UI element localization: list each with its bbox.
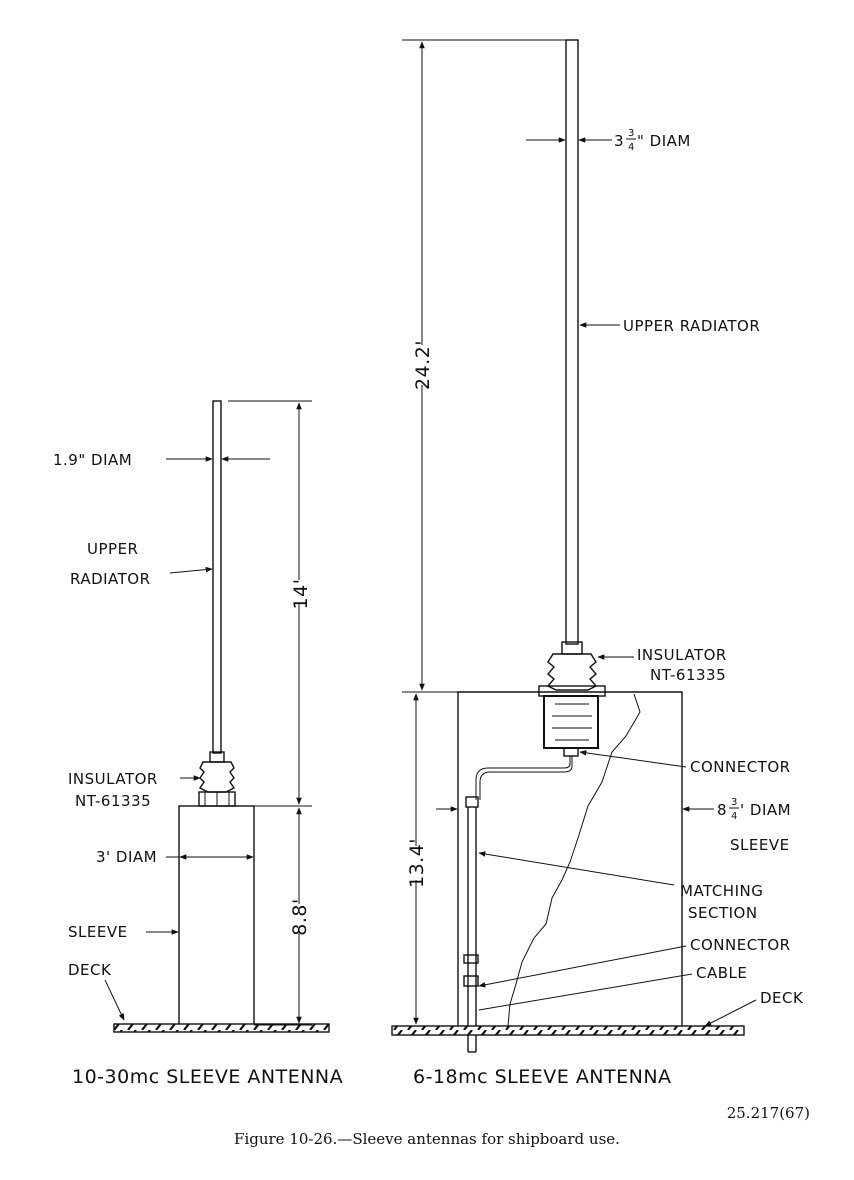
figure-number: 25.217(67) xyxy=(727,1104,810,1122)
left-radiator-label-2: RADIATOR xyxy=(70,570,151,588)
left-insulator-label-2: NT-61335 xyxy=(75,792,151,810)
right-height-sleeve-label: 13.4' xyxy=(406,838,428,888)
right-deck xyxy=(391,1025,745,1036)
left-radiator-label-1: UPPER xyxy=(87,540,138,558)
right-sleeve-diam-suffix: ' DIAM xyxy=(740,801,791,819)
right-sleeve-diam-numerator: 3 xyxy=(731,797,737,808)
right-antenna: 24.2' 13.4' 3 3 4 " DIAM UPPER RADIATOR … xyxy=(391,39,804,1088)
left-upper-radiator xyxy=(212,400,222,754)
figure-caption: Figure 10-26.—Sleeve antennas for shipbo… xyxy=(234,1130,620,1148)
left-insulator-label-1: INSULATOR xyxy=(68,770,158,788)
left-deck xyxy=(113,1023,330,1033)
left-height-upper-label: 14' xyxy=(290,579,312,610)
right-diam-denominator: 4 xyxy=(628,142,634,153)
right-cable-label: CABLE xyxy=(696,964,747,982)
right-matching-label-2: SECTION xyxy=(688,904,758,922)
right-antenna-title: 6-18mc SLEEVE ANTENNA xyxy=(413,1066,672,1088)
left-antenna: 14' 8.8' 1.9" DIAM UPPER RADIATOR INSULA… xyxy=(53,400,343,1088)
left-sleeve xyxy=(178,805,255,1026)
right-matching-section xyxy=(475,756,573,800)
right-matching-label-1: MATCHING xyxy=(680,882,763,900)
left-insulator xyxy=(198,751,236,807)
left-diam-label: 1.9" DIAM xyxy=(53,451,132,469)
right-diam-numerator: 3 xyxy=(628,128,634,139)
left-deck-label: DECK xyxy=(68,961,112,979)
right-sleeve-label: SLEEVE xyxy=(730,836,790,854)
right-insulator-label-1: INSULATOR xyxy=(637,646,727,664)
left-sleeve-diam-label: 3' DIAM xyxy=(96,848,157,866)
left-height-sleeve-label: 8.8' xyxy=(289,898,311,935)
right-height-upper-label: 24.2' xyxy=(412,340,434,390)
right-insulator xyxy=(538,641,606,757)
right-diam-whole: 3 xyxy=(614,132,624,150)
left-sleeve-label: SLEEVE xyxy=(68,923,128,941)
right-sleeve-cutaway xyxy=(507,693,641,1027)
right-diam-suffix: " DIAM xyxy=(637,132,691,150)
right-sleeve-diam-denominator: 4 xyxy=(731,811,737,822)
left-antenna-title: 10-30mc SLEEVE ANTENNA xyxy=(72,1066,343,1088)
right-insulator-label-2: NT-61335 xyxy=(650,666,726,684)
right-sleeve xyxy=(457,691,683,1026)
right-connector-label: CONNECTOR xyxy=(690,758,791,776)
right-connector2-label: CONNECTOR xyxy=(690,936,791,954)
right-upper-radiator xyxy=(565,39,579,645)
right-deck-label: DECK xyxy=(760,989,804,1007)
right-sleeve-diam-whole: 8 xyxy=(717,801,727,819)
right-radiator-label: UPPER RADIATOR xyxy=(623,317,760,335)
